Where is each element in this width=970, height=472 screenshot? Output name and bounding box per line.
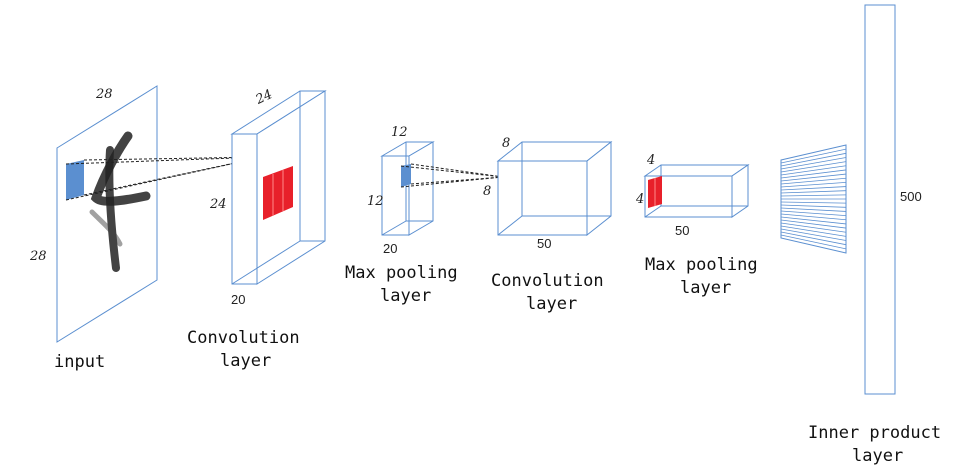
fc-layer: 500 Inner product layer (808, 4, 941, 466)
pool2-dim-left: 4 (635, 192, 644, 207)
flatten-line (780, 222, 847, 233)
input-caption: input (54, 352, 105, 372)
flatten-line (780, 181, 847, 188)
flatten-line (780, 177, 847, 185)
conv1-depth: 20 (231, 292, 245, 307)
flatten-line (780, 234, 847, 250)
input-kernel-patch (66, 160, 84, 200)
conv2-layer: 8 8 50 Convolution layer (483, 136, 613, 314)
digit-four-image (89, 131, 151, 272)
conv1-caption-line2: layer (220, 351, 271, 371)
pool2-layer: 4 4 50 Max pooling layer (635, 153, 758, 298)
flatten-line (780, 165, 847, 176)
projection-lines-2 (400, 163, 504, 188)
flatten-line (780, 173, 847, 182)
pool1-depth: 20 (383, 241, 397, 256)
conv2-dim-top: 8 (502, 136, 510, 151)
conv2-caption-line1: Convolution (491, 271, 604, 291)
flatten-trapezoid (780, 144, 847, 254)
conv1-dim-top: 24 (253, 87, 275, 108)
flatten-line (780, 228, 847, 241)
pool1-dim-left: 12 (367, 194, 384, 209)
fc-caption-line2: layer (852, 446, 903, 466)
pool1-caption-line2: layer (380, 286, 431, 306)
flatten-line (780, 169, 847, 179)
pool1-dim-top: 12 (391, 125, 408, 140)
input-dim-left: 28 (29, 249, 47, 264)
flatten-line (780, 207, 847, 212)
conv2-dim-left: 8 (483, 184, 491, 199)
flatten-line (780, 152, 847, 167)
flatten-line (780, 190, 847, 194)
flatten-line (780, 213, 847, 221)
flatten-line (780, 219, 847, 229)
flatten-line (780, 148, 847, 164)
flatten-line (780, 204, 847, 208)
pool2-caption-line2: layer (680, 278, 731, 298)
flatten-line (780, 210, 847, 217)
fc-caption-line1: Inner product (808, 423, 941, 443)
input-layer: 28 28 input (29, 85, 158, 372)
conv1-dim-left: 24 (209, 197, 227, 212)
conv2-depth: 50 (537, 236, 551, 251)
input-dim-top: 28 (95, 87, 113, 102)
conv2-caption-line2: layer (526, 294, 577, 314)
flatten-line (780, 157, 847, 170)
pool1-caption-line1: Max pooling (345, 263, 458, 283)
conv1-caption-line1: Convolution (187, 328, 300, 348)
flatten-line (780, 194, 847, 197)
pool1-kernel-patch (401, 164, 411, 187)
pool2-depth: 50 (675, 223, 689, 238)
fc-size: 500 (900, 189, 922, 204)
flatten-line (780, 161, 847, 173)
flatten-line (780, 216, 847, 225)
pool2-caption-line1: Max pooling (645, 255, 758, 275)
flatten-line (780, 186, 847, 191)
flatten-line (780, 225, 847, 237)
pool2-dim-top: 4 (646, 153, 655, 168)
conv1-layer: 24 24 20 Convolution layer (187, 87, 327, 371)
flatten-line (780, 231, 847, 246)
flatten-lines (780, 148, 847, 250)
fc-bar (864, 4, 896, 395)
flatten-line (780, 201, 847, 204)
pool1-layer: 12 12 20 Max pooling layer (345, 125, 458, 306)
conv1-kernel-patch (263, 166, 293, 220)
